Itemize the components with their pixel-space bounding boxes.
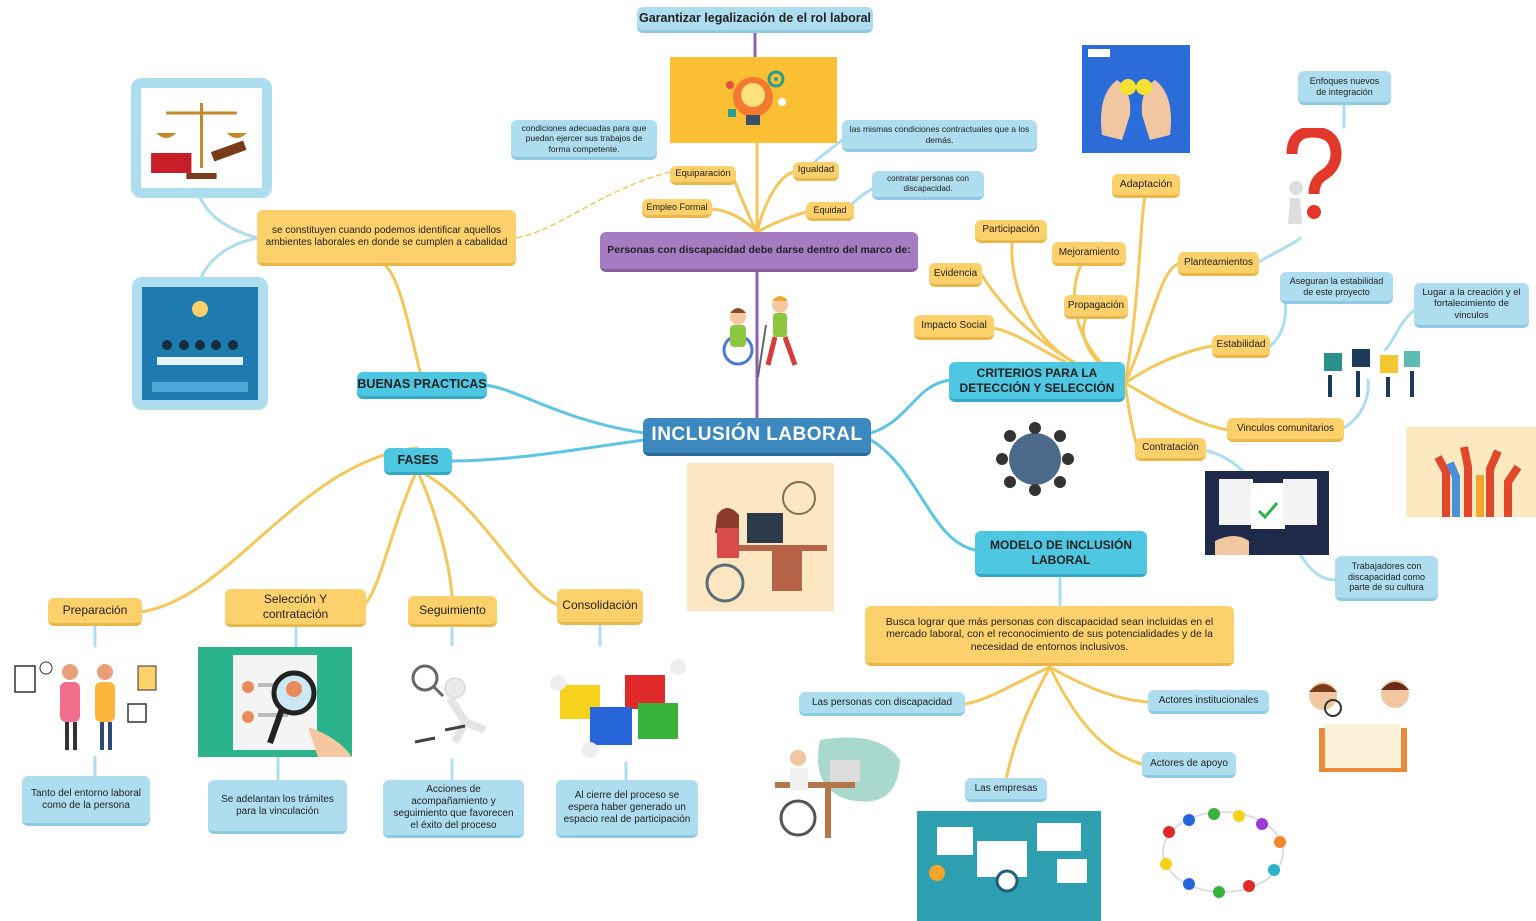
question-mark-image (1278, 128, 1342, 230)
disability-people-image (700, 285, 815, 385)
igualdad-note[interactable]: las mismas condiciones contractuales que… (842, 120, 1037, 152)
criterios-node[interactable]: CRITERIOS PARA LA DETECCIÓN Y SELECCIÓN (949, 362, 1125, 402)
idea-lightbulb-image (670, 57, 837, 143)
company-analytics-image (917, 811, 1101, 921)
puzzle-pieces-image (530, 645, 708, 763)
phase-note-preparacion[interactable]: Tanto del entorno laboral como de la per… (22, 776, 150, 826)
equidad-node[interactable]: Equidad (806, 202, 854, 221)
actores-apoyo-node[interactable]: Actores de apoyo (1142, 752, 1236, 778)
contratacion-node[interactable]: Contratación (1135, 438, 1206, 461)
puzzle-team-image (1316, 345, 1424, 400)
phase-note-seleccion[interactable]: Se adelantan los trámites para la vincul… (208, 780, 347, 834)
office-worker-image (687, 463, 834, 621)
propagacion-node[interactable]: Propagación (1064, 295, 1128, 319)
phase-seleccion[interactable]: Selección Y contratación (225, 589, 366, 627)
phase-preparacion[interactable]: Preparación (48, 598, 142, 626)
team-meeting-image (132, 277, 268, 410)
equiparacion-node[interactable]: Equiparación (670, 166, 736, 185)
estabilidad-node[interactable]: Estabilidad (1212, 335, 1270, 358)
phase-note-seguimiento[interactable]: Acciones de acompañamiento y seguimiento… (383, 780, 524, 838)
igualdad-node[interactable]: Igualdad (793, 162, 839, 181)
empleo-formal-node[interactable]: Empleo Formal (642, 199, 712, 218)
resumes-image (1205, 471, 1329, 555)
modelo-node[interactable]: MODELO DE INCLUSIÓN LABORAL (975, 531, 1147, 577)
planteamientos-node[interactable]: Planteamientos (1178, 252, 1259, 276)
hands-puzzle-image (1082, 45, 1190, 153)
preparation-people-image (10, 654, 160, 754)
mejoramiento-node[interactable]: Mejoramiento (1052, 242, 1126, 266)
participacion-node[interactable]: Participación (975, 220, 1047, 243)
impacto-social-node[interactable]: Impacto Social (914, 315, 994, 340)
central-topic[interactable]: INCLUSIÓN LABORAL (643, 418, 871, 456)
fases-node[interactable]: FASES (384, 448, 452, 475)
raised-hands-image (1406, 427, 1536, 517)
phase-note-consolidacion[interactable]: Al cierre del proceso se espera haber ge… (556, 780, 698, 838)
planteamientos-note[interactable]: Enfoques nuevos de integración (1298, 71, 1391, 105)
phase-seguimiento[interactable]: Seguimiento (408, 596, 497, 627)
modelo-description[interactable]: Busca lograr que más personas con discap… (865, 606, 1234, 666)
kids-book-image (1295, 668, 1429, 780)
empresas-node[interactable]: Las empresas (965, 778, 1047, 802)
equiparacion-note[interactable]: condiciones adecuadas para que puedan ej… (511, 120, 657, 160)
contratacion-note[interactable]: Trabajadores con discapacidad como parte… (1335, 556, 1438, 601)
people-circle-image (1134, 792, 1312, 912)
phase-consolidacion[interactable]: Consolidación (557, 589, 643, 625)
wheelchair-desk-image (760, 730, 905, 845)
goal-node[interactable]: Garantizar legalización de el rol labora… (637, 7, 873, 33)
magnifier-cv-image (198, 647, 352, 757)
equidad-note[interactable]: contratar personas con discapacidad. (872, 171, 984, 200)
vinculos-node[interactable]: Vinculos comunitarios (1227, 418, 1344, 442)
evidencia-node[interactable]: Evidencia (929, 263, 982, 287)
personas-node[interactable]: Las personas con discapacidad (799, 692, 965, 716)
purple-frame-node[interactable]: Personas con discapacidad debe darse den… (600, 232, 918, 272)
actores-institucionales-node[interactable]: Actores institucionales (1148, 690, 1269, 714)
justice-scale-image (131, 78, 272, 198)
vinculos-note[interactable]: Lugar a la creación y el fortalecimiento… (1414, 283, 1529, 328)
seguimiento-figure-image (395, 650, 525, 760)
buenas-practicas-note[interactable]: se constituyen cuando podemos identifica… (257, 210, 516, 266)
round-table-image (990, 420, 1080, 498)
buenas-practicas-node[interactable]: BUENAS PRACTICAS (357, 372, 487, 399)
adaptacion-node[interactable]: Adaptación (1112, 174, 1180, 198)
estabilidad-note[interactable]: Aseguran la estabilidad de este proyecto (1280, 272, 1393, 304)
